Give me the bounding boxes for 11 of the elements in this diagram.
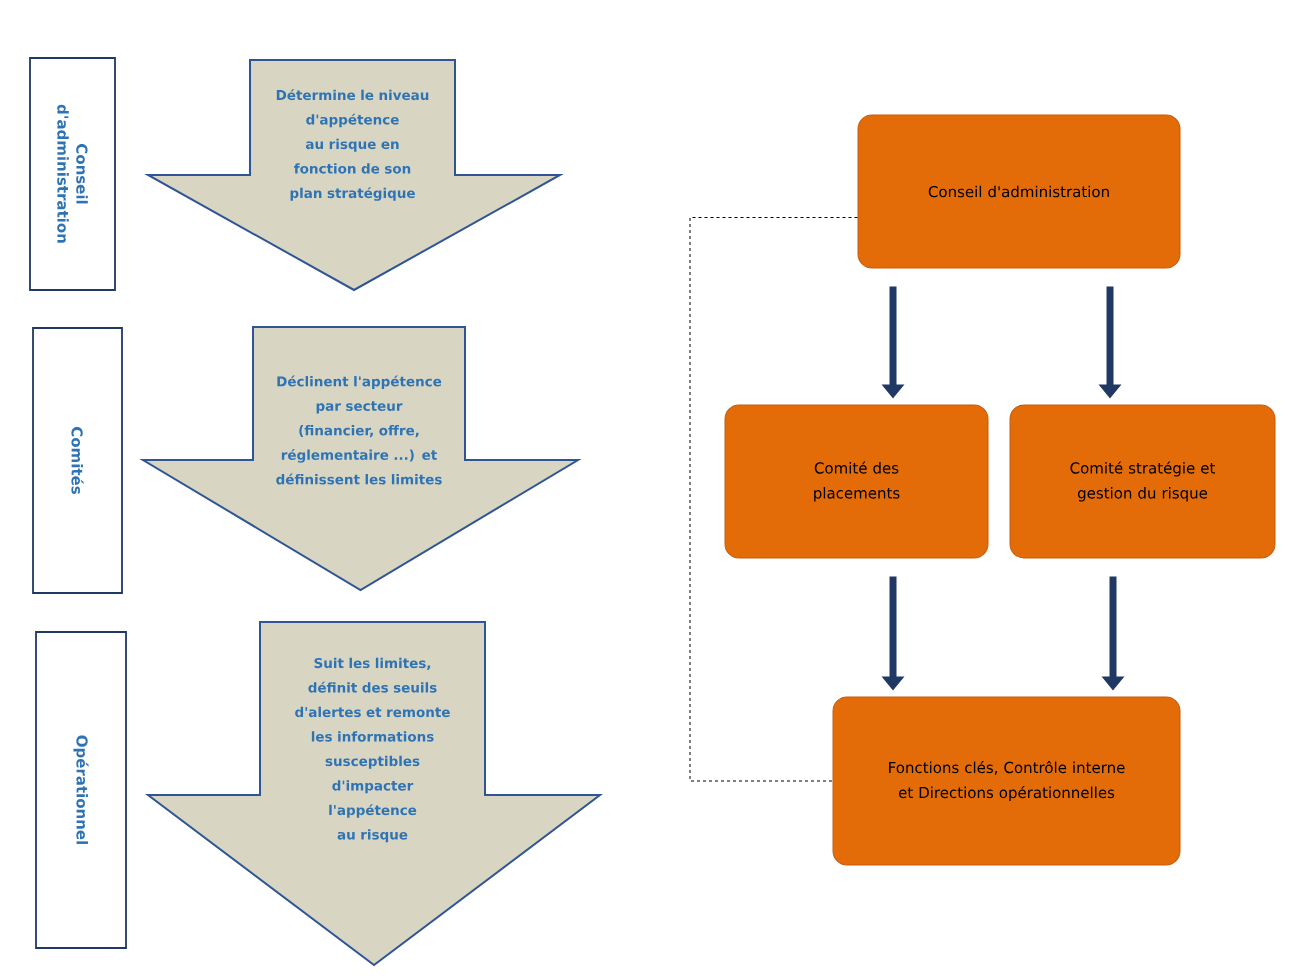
pointed-box: Déclinent l'appétence par secteur (financier, offre, réglementaire ...) et définissent les limites — [139, 326, 582, 592]
label-box: Comités — [32, 327, 123, 594]
process-box: Comité stratégie et gestion du risque — [1009, 404, 1276, 559]
connector-line — [689, 217, 858, 782]
process-box: Comité des placements — [724, 404, 989, 559]
process-box: Fonctions clés, Contrôle interne et Directions opérationnelles — [832, 696, 1181, 866]
label-box: Opérationnel — [35, 631, 127, 949]
pointed-box: Suit les limites, définit des seuils d'alertes et remonte les informations susceptibles d'impacter l'appétence au risque — [145, 621, 603, 967]
label-box: Conseil d'administration — [29, 57, 116, 291]
pointed-box: Détermine le niveau d'appétence au risque en fonction de son plan stratégique — [144, 59, 564, 292]
process-box: Conseil d'administration — [857, 114, 1181, 269]
